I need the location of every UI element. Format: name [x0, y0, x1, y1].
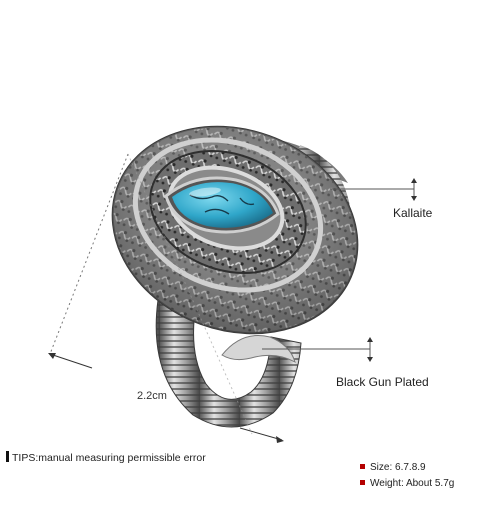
ring-shank: [155, 299, 302, 428]
kallaite-callout-arrow-up: [411, 178, 417, 183]
ring-inner-band: [221, 335, 296, 364]
spec-weight: Weight: About 5.7g: [360, 478, 454, 489]
dimension-line: [49, 153, 129, 355]
kallaite-label: Kallaite: [393, 206, 433, 220]
weight-bullet-icon: [360, 480, 365, 485]
kallaite-callout-arrow-down: [411, 196, 417, 201]
stone-veins: [189, 194, 255, 215]
plated-callout-arrow-up: [367, 337, 373, 342]
tips-note: TIPS:manual measuring permissible error: [6, 451, 206, 464]
weight-text: Weight: About 5.7g: [370, 478, 455, 489]
spec-size: Size: 6.7.8.9: [360, 462, 426, 473]
tips-marker: [6, 451, 9, 462]
stone-highlight: [189, 187, 221, 197]
dimension-arrow-right: [239, 427, 283, 441]
plating-label: Black Gun Plated: [336, 375, 429, 389]
size-text: Size: 6.7.8.9: [370, 462, 426, 473]
kallaite-stone: [172, 182, 273, 228]
dimension-arrow-left-head: [48, 353, 56, 359]
plated-callout-arrow-down: [367, 357, 373, 362]
dimension-arrow-right-head: [276, 436, 284, 443]
size-bullet-icon: [360, 464, 365, 469]
dimension-label: 2.2cm: [137, 390, 167, 402]
dimension-arrow-left: [49, 353, 93, 369]
ring-head-rim: [132, 137, 324, 293]
tips-text: TIPS:manual measuring permissible error: [12, 452, 206, 464]
dimension-line-bottom: [127, 153, 253, 435]
